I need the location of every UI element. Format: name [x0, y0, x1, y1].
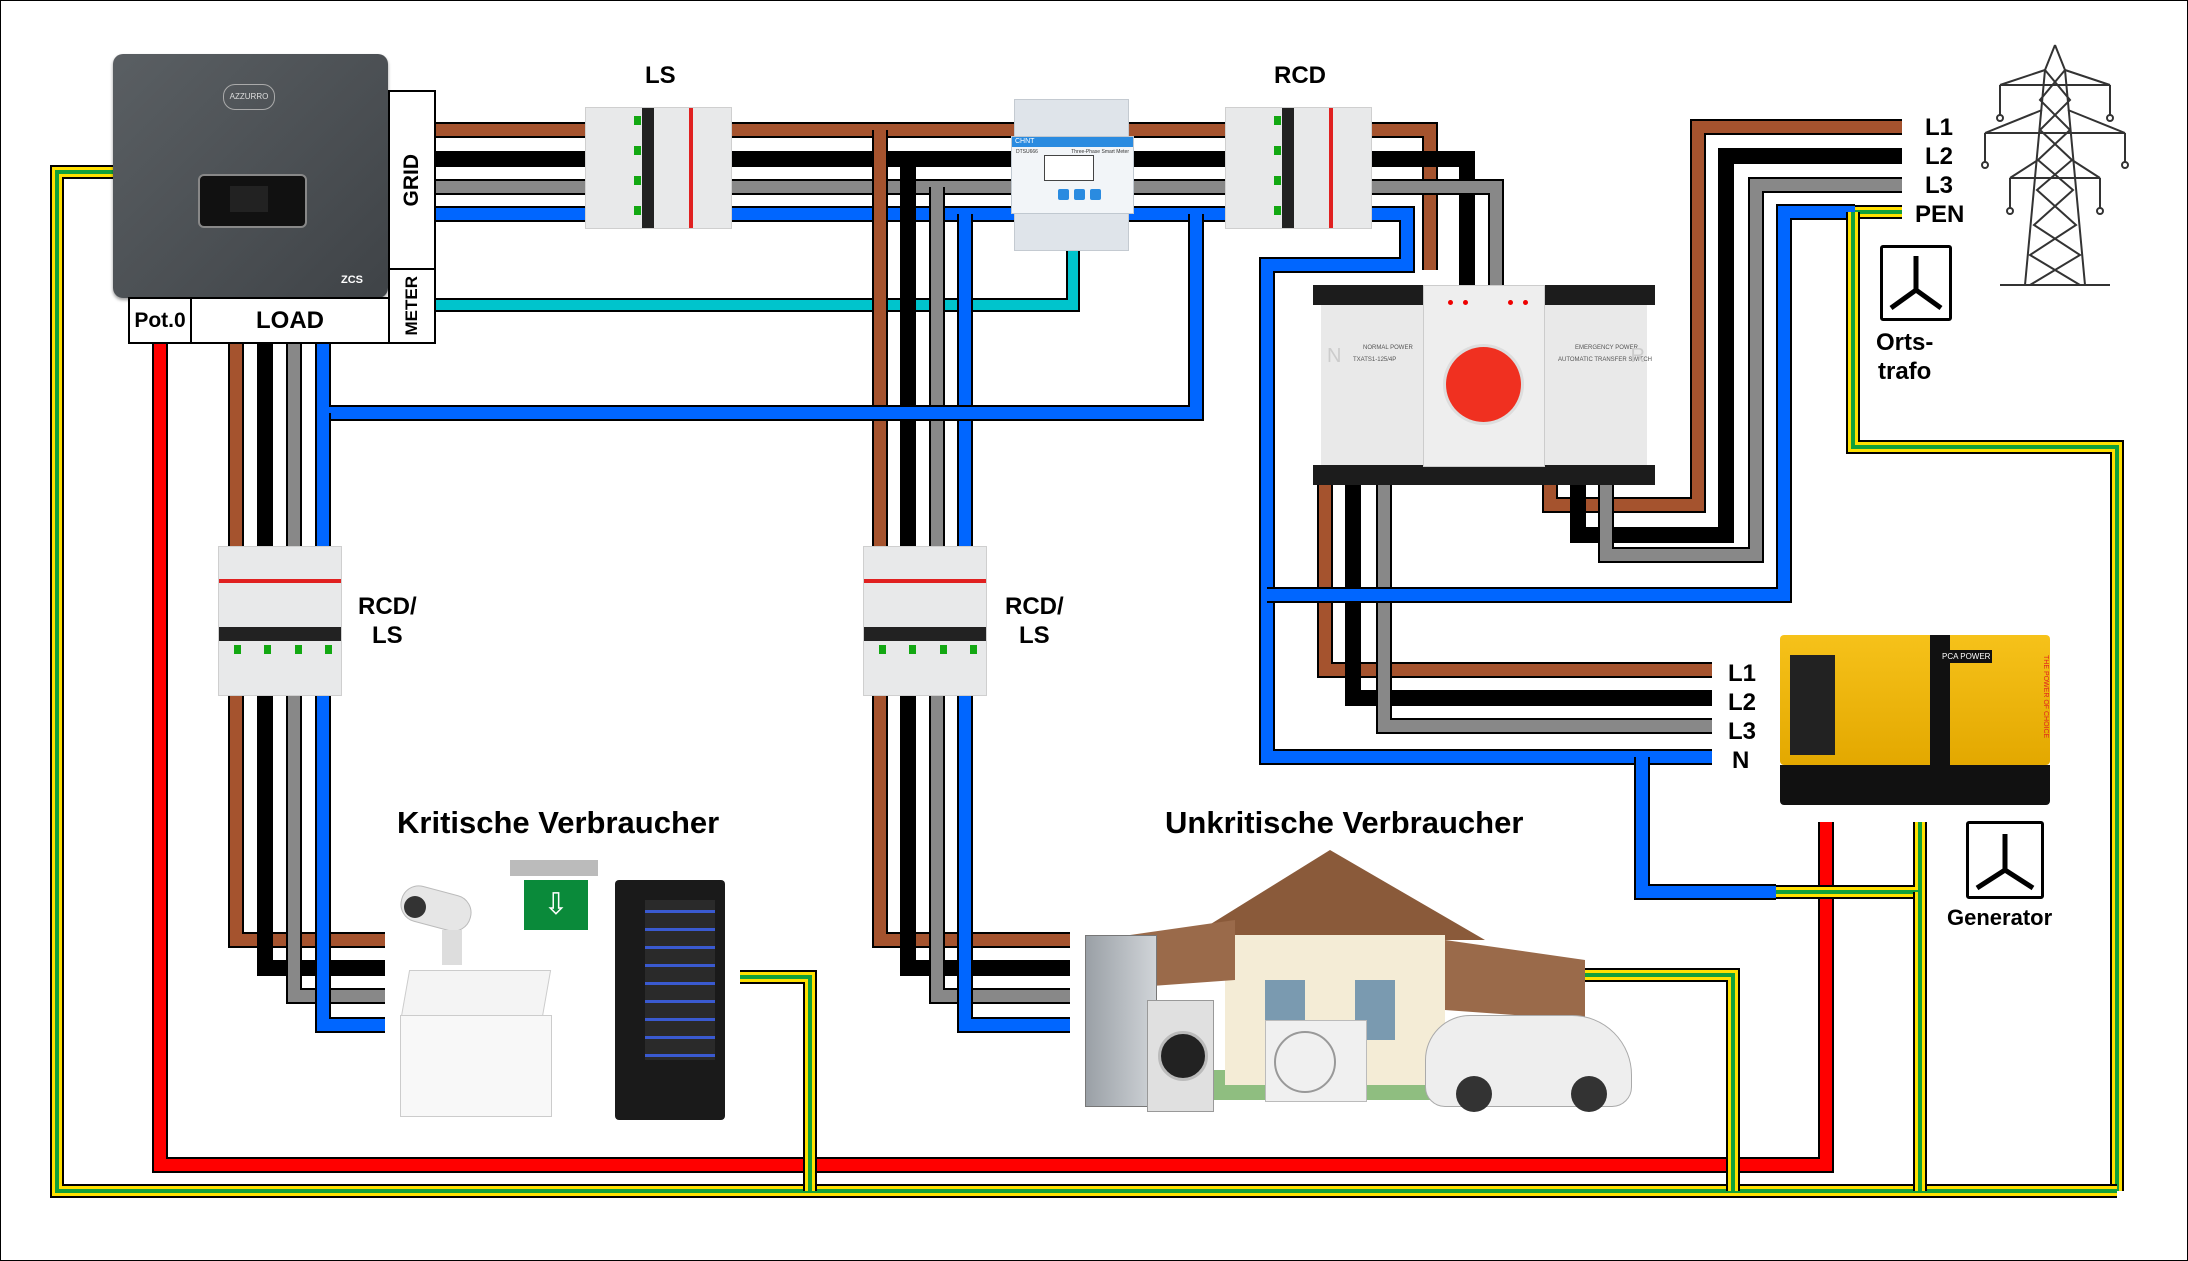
wire-crit-l1	[230, 344, 385, 946]
generator-slogan: THE POWER OF CHOICE	[2042, 655, 2049, 739]
rcd-label: RCD	[1274, 62, 1326, 89]
fridge-image	[1085, 935, 1157, 1107]
wire-gen-l2	[1347, 485, 1712, 704]
transformer-label: Orts-trafo	[1876, 329, 1934, 385]
wire-feed-l2	[1572, 150, 1902, 541]
generator-star-icon	[1966, 821, 2044, 899]
din-rail-bottom	[1313, 465, 1655, 485]
grid-l3-label: L3	[1925, 172, 1954, 199]
wire-pe-gen-yellow	[1776, 822, 1925, 897]
meter-model: DTSU666	[1016, 149, 1038, 155]
ats-model-label: TXATS1-125/4P	[1353, 357, 1397, 363]
rcd-ls-breaker-noncritical	[863, 546, 987, 696]
wire-gen-l3	[1378, 485, 1712, 732]
ls-label: LS	[645, 62, 676, 89]
wire-load-n-bus	[317, 214, 1202, 419]
rcd-ls-label-critical: RCD/LS	[358, 593, 417, 649]
inverter-brand-logo: AZZURRO	[223, 84, 275, 110]
meter-next-button	[1090, 189, 1101, 200]
washing-machine-image	[1147, 1000, 1214, 1112]
wire-pe-gen-green	[1776, 822, 1922, 894]
wire-nc-n	[959, 214, 1070, 1031]
meter-esc-button	[1074, 189, 1085, 200]
pot0-terminal: Pot.0	[128, 297, 192, 344]
wire-feed-n	[1267, 206, 1855, 601]
gen-l1-label: L1	[1728, 660, 1757, 687]
grid-terminal-label: GRID	[400, 153, 423, 207]
wire-grid-n	[436, 208, 1413, 595]
wire-pot0	[154, 344, 1832, 1171]
wire-pe-gen-outline	[1776, 822, 1927, 899]
security-camera-image	[396, 880, 480, 965]
wire-pen-drop-green	[1851, 212, 2119, 1191]
wire-grid-l3	[436, 181, 1502, 285]
wire-grid-l2	[436, 153, 1473, 285]
wire-meter-bus	[436, 249, 1078, 310]
ats-r-letter: R	[1630, 345, 1645, 367]
gen-l3-label: L3	[1728, 718, 1757, 745]
meter-title: Three-Phase Smart Meter	[1071, 149, 1129, 155]
wire-nc-l2	[902, 165, 1070, 974]
grid-terminal: GRID	[388, 90, 436, 270]
grid-l2-label: L2	[1925, 143, 1954, 170]
rcd-ls-breaker-critical	[218, 546, 342, 696]
gen-n-label: N	[1732, 747, 1750, 774]
load-terminal-label: LOAD	[256, 306, 324, 334]
wire-meter-bus-outline	[436, 249, 1080, 312]
ls-breaker	[585, 107, 732, 229]
inverter-display	[198, 174, 307, 228]
ats-emergency-power-label: EMERGENCY POWER	[1575, 345, 1638, 351]
meter-lcd	[1044, 155, 1094, 181]
ats-selector-knob	[1446, 347, 1521, 422]
meter-set-button	[1058, 189, 1069, 200]
wire-gen-n-drop	[1636, 757, 1776, 898]
smart-meter: CHNT DTSU666 Three-Phase Smart Meter	[1011, 99, 1134, 251]
generator-label: Generator	[1947, 905, 2053, 930]
rcd-breaker	[1225, 107, 1372, 229]
generator-brand: PCA POWER	[1940, 650, 1993, 663]
electric-car-image	[1425, 1015, 1632, 1112]
hybrid-inverter: AZZURRO ZCS	[113, 54, 388, 298]
wire-nc-l3	[931, 187, 1070, 1002]
transformer-star-icon	[1880, 245, 1952, 321]
power-pylon-icon	[1981, 44, 2129, 286]
meter-terminal: METER	[388, 268, 436, 344]
rcd-ls-label-noncritical: RCD/LS	[1005, 593, 1064, 649]
house-appliances-image	[1065, 840, 1645, 1115]
wire-gen-n-drop-outline	[1634, 757, 1776, 900]
wire-gen-l3-outline	[1376, 485, 1712, 734]
wire-pe-main-green	[55, 170, 2117, 1193]
critical-loads-title: Kritische Verbraucher	[397, 805, 720, 840]
automatic-transfer-switch: NORMAL POWER TXATS1-125/4P EMERGENCY POW…	[1313, 285, 1655, 485]
wire-feed-l3	[1600, 179, 1902, 561]
grid-l1-label: L1	[1925, 114, 1954, 141]
inverter-maker-logo: ZCS	[341, 274, 363, 286]
meter-brand: CHNT	[1012, 137, 1133, 147]
meter-terminal-label: METER	[402, 276, 421, 336]
noncritical-loads-title: Unkritische Verbraucher	[1165, 805, 1524, 840]
gen-l2-label: L2	[1728, 689, 1757, 716]
wire-pe-house-green	[1585, 973, 1735, 1191]
wire-feed-l1	[1544, 121, 1902, 511]
wire-nc-l1	[874, 130, 1070, 946]
load-terminal: LOAD	[190, 297, 390, 344]
pot0-terminal-label: Pot.0	[134, 308, 186, 332]
wire-pe-server-green	[740, 975, 812, 1191]
server-rack-image	[615, 880, 725, 1120]
ats-n-letter: N	[1327, 345, 1342, 367]
emergency-exit-sign-image: ⇩	[510, 860, 598, 935]
wire-gen-n	[1261, 595, 1712, 763]
air-conditioner-image	[1265, 1020, 1367, 1102]
generator-image: PCA POWER THE POWER OF CHOICE	[1780, 625, 2052, 810]
ats-normal-power-label: NORMAL POWER	[1363, 345, 1413, 351]
ats-subtitle-label: AUTOMATIC TRANSFER SWITCH	[1558, 357, 1653, 363]
grid-pen-label: PEN	[1915, 201, 1965, 228]
chest-freezer-image	[400, 970, 560, 1120]
wire-grid-l1	[436, 124, 1436, 270]
wire-gen-l1	[1319, 485, 1712, 676]
